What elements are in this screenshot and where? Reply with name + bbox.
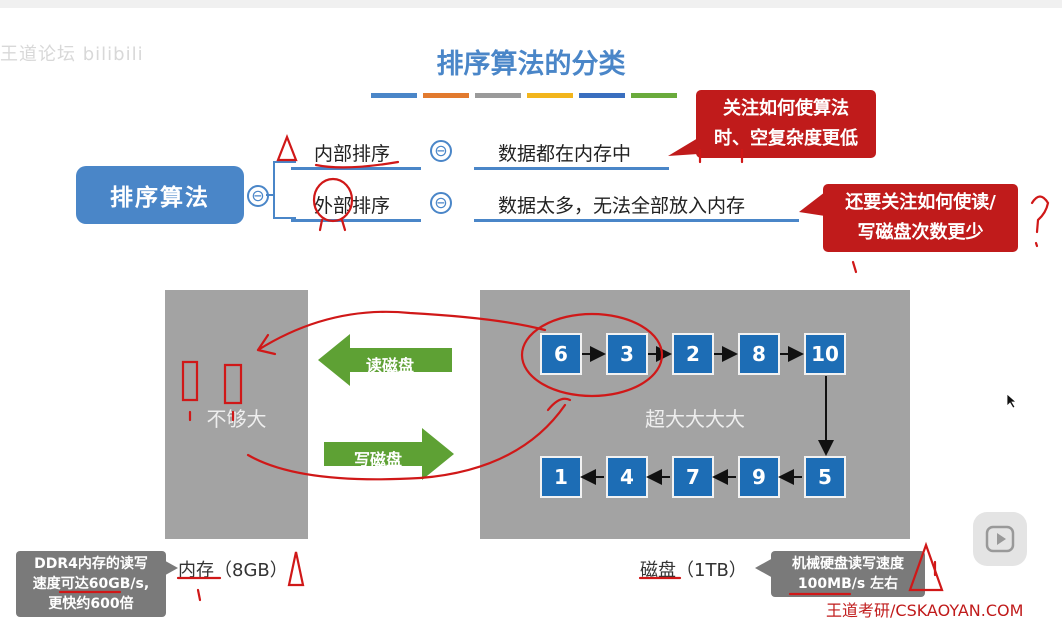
disk-block: 7 [672,456,714,498]
brand-footer: 王道考研/CSKAOYAN.COM [826,601,1024,620]
internal-note: 关注如何使算法 时、空复杂度更低 [696,90,876,158]
disk-block: 10 [804,333,846,375]
title-bar-3 [475,93,521,98]
disk-block: 8 [738,333,780,375]
disk-block: 4 [606,456,648,498]
internal-sort-desc: 数据都在内存中 [498,143,632,165]
title-bar-6 [631,93,677,98]
video-play-button[interactable] [973,512,1027,566]
write-disk-label: 写磁盘 [354,450,403,469]
hdd-note-line-1: 机械硬盘读写速度 [792,556,904,572]
disk-block-arrows [580,346,834,485]
external-note-pointer [799,192,825,216]
root-collapse-icon[interactable]: ⊖ [247,185,269,207]
ddr-note: DDR4内存的读写 速度可达60GB/s, 更快约600倍 [16,551,166,617]
slide-title: 排序算法的分类 [436,49,626,80]
external-note: 还要关注如何使读/ 写磁盘次数更少 [823,184,1018,252]
ddr-note-line-1: DDR4内存的读写 [34,556,148,572]
read-disk-label: 读磁盘 [366,356,415,375]
internal-note-pointer [668,138,698,156]
external-sort-label[interactable]: 外部排序 [314,195,391,217]
mindmap-root[interactable]: 排序算法 [76,166,244,224]
internal-sort-underline [291,167,421,170]
memory-box-label: 不够大 [206,407,267,431]
external-note-line-1: 还要关注如何使读/ [845,192,996,213]
internal-desc-underline [474,167,669,170]
internal-note-line-2: 时、空复杂度更低 [714,128,858,149]
external-sort-desc: 数据太多，无法全部放入内存 [498,195,746,217]
hdd-note: 机械硬盘读写速度 100MB/s 左右 [771,551,925,597]
hdd-note-line-2: 100MB/s 左右 [797,576,899,592]
title-bar-1 [371,93,417,98]
external-note-line-2: 写磁盘次数更少 [857,222,984,243]
title-color-bars [371,93,677,98]
ddr-note-line-3: 更快约600倍 [48,596,134,612]
external-collapse-icon[interactable]: ⊖ [430,192,452,214]
title-bar-2 [423,93,469,98]
play-icon [985,525,1015,553]
internal-note-line-1: 关注如何使算法 [723,98,849,119]
internal-sort-label[interactable]: 内部排序 [314,143,391,165]
internal-collapse-icon[interactable]: ⊖ [430,140,452,162]
title-bar-5 [579,93,625,98]
external-desc-underline [474,219,799,222]
top-strip [0,0,1062,8]
ddr-note-pointer [160,558,178,578]
ddr-note-line-2: 速度可达60GB/s, [32,576,150,592]
disk-block: 2 [672,333,714,375]
branch-connector [266,161,296,219]
disk-box-label: 超大大大大 [645,407,745,431]
disk-block: 5 [804,456,846,498]
memory-footer: 内存（8GB） [178,560,288,581]
title-bar-4 [527,93,573,98]
watermark: 王道论坛 bilibili [0,44,144,65]
disk-footer: 磁盘（1TB） [640,560,747,581]
hdd-note-pointer [755,558,773,578]
read-disk-arrow [318,334,452,386]
mouse-cursor-icon [1006,393,1018,409]
external-sort-underline [291,219,421,222]
